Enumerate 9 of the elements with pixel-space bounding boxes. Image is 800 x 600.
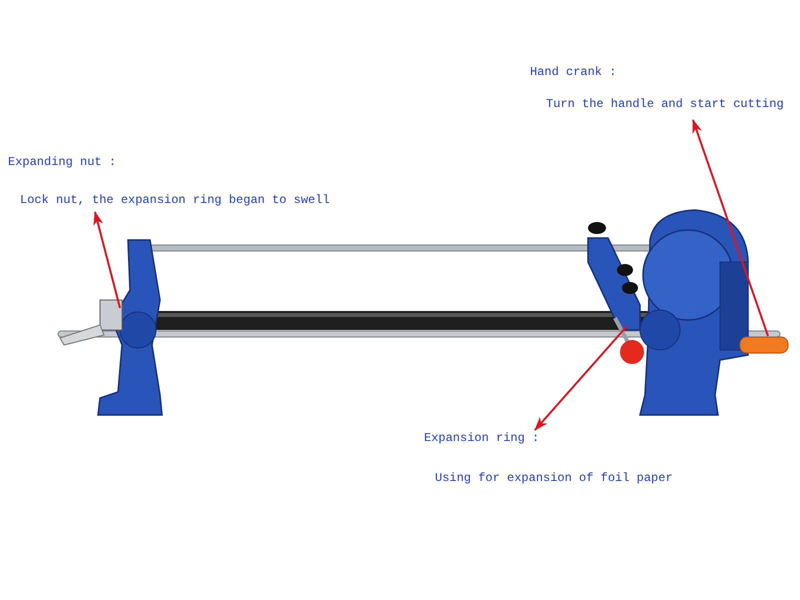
- callout-heading: Hand crank :: [530, 64, 616, 80]
- leader-arrow: [692, 119, 769, 336]
- leader-arrow: [93, 211, 121, 308]
- callout-description: Using for expansion of foil paper: [435, 470, 673, 486]
- callout-heading: Expanding nut :: [8, 154, 116, 170]
- callout-heading: Expansion ring :: [424, 430, 540, 446]
- leader-arrow: [534, 325, 628, 431]
- callout-description: Turn the handle and start cutting: [546, 96, 784, 112]
- callout-description: Lock nut, the expansion ring began to swell: [20, 192, 330, 208]
